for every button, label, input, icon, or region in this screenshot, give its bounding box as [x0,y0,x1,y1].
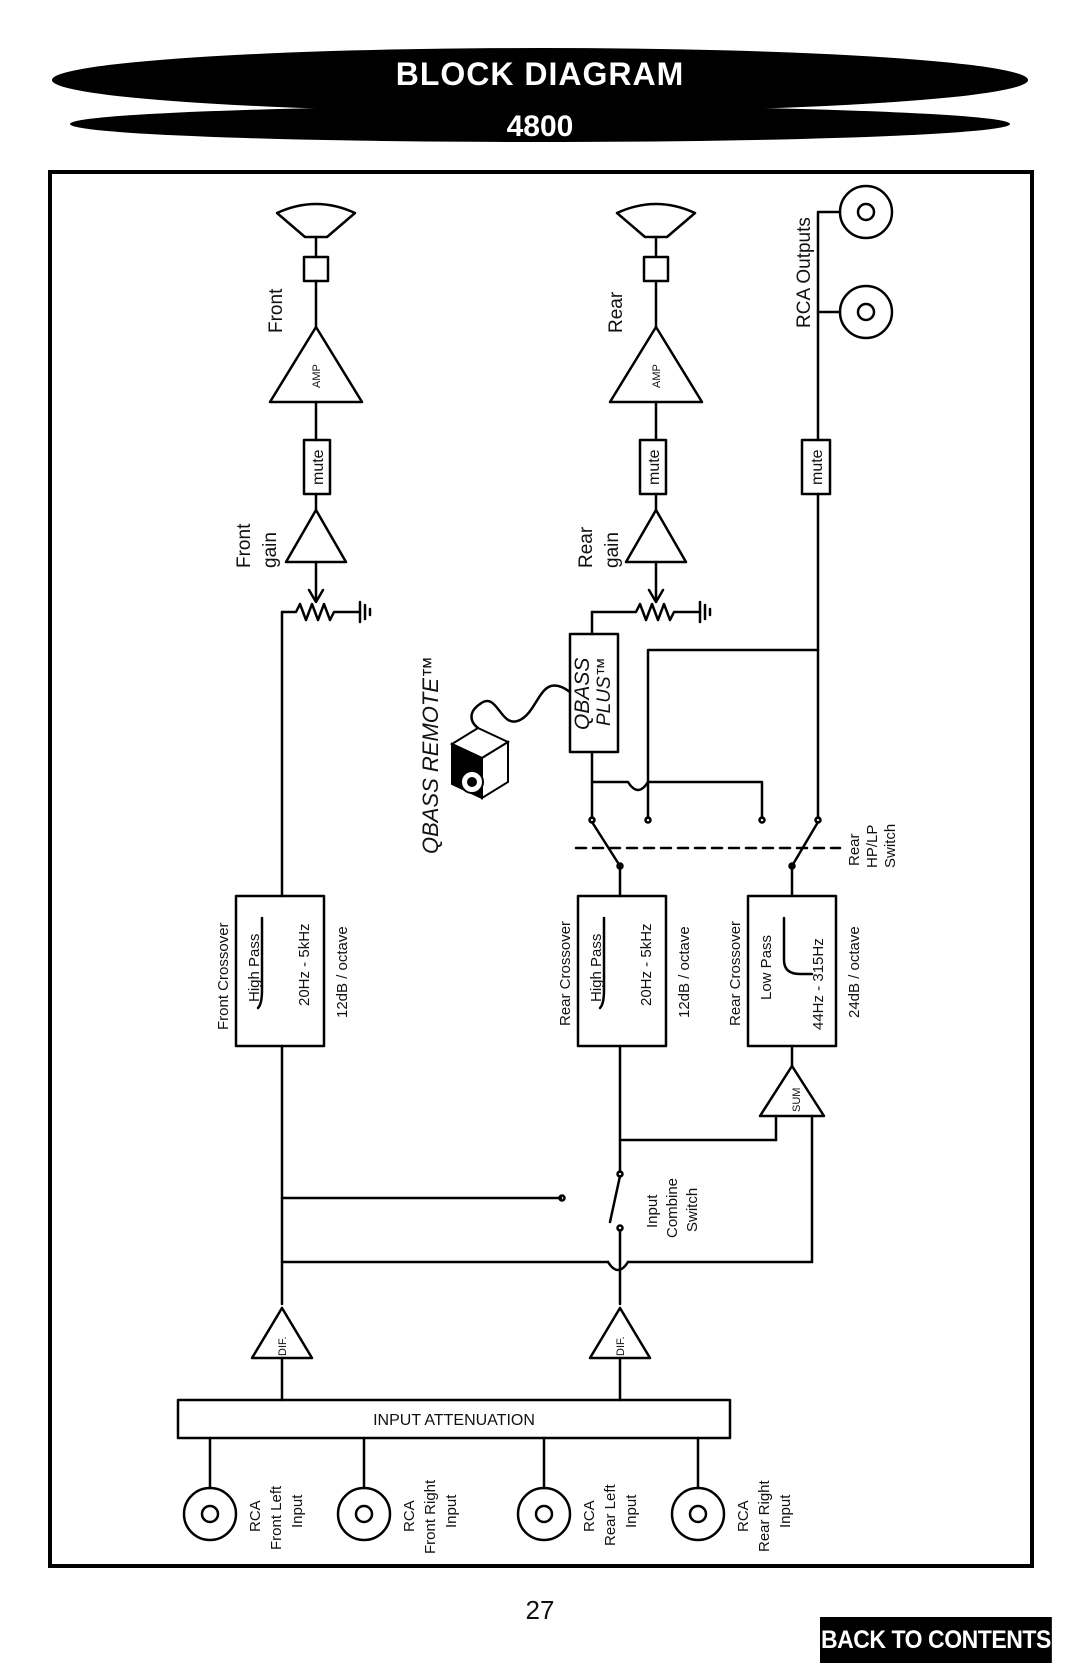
rear-gain-label-1: Rear [576,526,597,568]
input-front-left-line2: Front Left [268,1485,285,1550]
model-banner [70,106,1010,142]
input-front-left-line1: RCA [247,1500,264,1532]
rca-input-jack-front-left [182,1486,238,1542]
rear-hp-crossover-slope: 12dB / octave [676,926,693,1018]
rear-mute-box [638,438,668,496]
rear-speaker-icon [615,202,697,239]
rear-mute-label: mute [646,449,663,485]
qbass-remote-icon [449,726,511,800]
input-rear-left-line2: Rear Left [602,1483,619,1546]
rear-gain-label-2: gain [602,532,623,568]
rear-lp-crossover-range: 44Hz - 315Hz [810,938,827,1030]
rear-lp-crossover-slope: 24dB / octave [846,926,863,1018]
title-banner [52,48,1028,112]
front-gain-amp-icon [284,508,348,564]
page-title: BLOCK DIAGRAM [395,56,685,92]
model-number: 4800 [506,110,574,143]
rca-output-mute-box [800,438,832,496]
rear-hplp-label-1: Rear [846,833,863,866]
front-amp-label: AMP [311,364,323,388]
front-speaker-magnet [302,255,330,283]
input-front-left-line3: Input [289,1494,306,1528]
qbass-remote-cable [470,684,572,730]
rear-gain-amp-icon [624,508,688,564]
sum-amp-icon [758,1064,826,1118]
rear-output-label: Rear [606,291,627,333]
input-combine-label-3: Switch [684,1188,701,1232]
qbass-plus-label-2: PLUS™ [594,657,615,726]
rear-hp-crossover-title: Rear Crossover [557,921,574,1026]
input-rear-left-line3: Input [623,1494,640,1528]
rear-hp-crossover-box [576,894,668,1048]
rear-hplp-label-2: HP/LP [864,825,881,868]
rear-hplp-label-3: Switch [882,824,899,868]
front-gain-label-1: Front [234,523,255,568]
diagram-frame [48,170,1034,1568]
rca-input-jack-rear-left [516,1486,572,1542]
input-rear-right-line3: Input [777,1494,794,1528]
front-mute-label: mute [310,449,327,485]
rear-lp-crossover-type: Low Pass [758,935,775,1000]
rca-output-jack-1 [838,184,894,240]
rear-dif-label: DIF. [615,1336,627,1356]
front-crossover-slope: 12dB / octave [334,926,351,1018]
front-output-label: Front [266,288,287,333]
input-rear-left-line1: RCA [581,1500,598,1532]
front-dif-label: DIF. [277,1336,289,1356]
rca-input-jack-rear-right [670,1486,726,1542]
qbass-plus-label-1: QBASS [571,658,594,730]
input-combine-label-1: Input [644,1194,661,1228]
front-crossover-range: 20Hz - 5kHz [296,923,313,1006]
rca-output-mute-label: mute [809,449,826,485]
front-crossover-type: High Pass [246,934,263,1002]
input-attenuation-label: INPUT ATTENUATION [373,1412,535,1429]
rear-lp-crossover-title: Rear Crossover [727,921,744,1026]
input-rear-right-line2: Rear Right [756,1479,773,1552]
rca-outputs-label: RCA Outputs [794,217,815,328]
rear-speaker-magnet [642,255,670,283]
input-front-right-line3: Input [443,1494,460,1528]
rca-input-jack-front-right [336,1486,392,1542]
rca-output-jack-2 [838,284,894,340]
back-to-contents-button[interactable]: BACK TO CONTENTS [820,1617,1052,1663]
qbass-remote-label: QBASS REMOTE™ [418,656,443,854]
front-gain-label-2: gain [260,532,281,568]
front-crossover-title: Front Crossover [215,922,232,1030]
input-rear-right-line1: RCA [735,1500,752,1532]
sum-label: SUM [791,1088,803,1112]
front-crossover-box [234,894,326,1048]
input-attenuation-box [176,1398,732,1440]
input-front-right-line2: Front Right [422,1479,439,1554]
front-gain-pot [280,602,362,622]
rear-amp-label: AMP [651,364,663,388]
rear-hp-crossover-range: 20Hz - 5kHz [638,923,655,1006]
page-number: 27 [525,1595,555,1625]
input-front-right-line1: RCA [401,1500,418,1532]
front-speaker-icon [275,202,357,239]
rear-hp-crossover-type: High Pass [588,934,605,1002]
input-combine-label-2: Combine [664,1178,681,1238]
rear-gain-pot [590,602,702,622]
